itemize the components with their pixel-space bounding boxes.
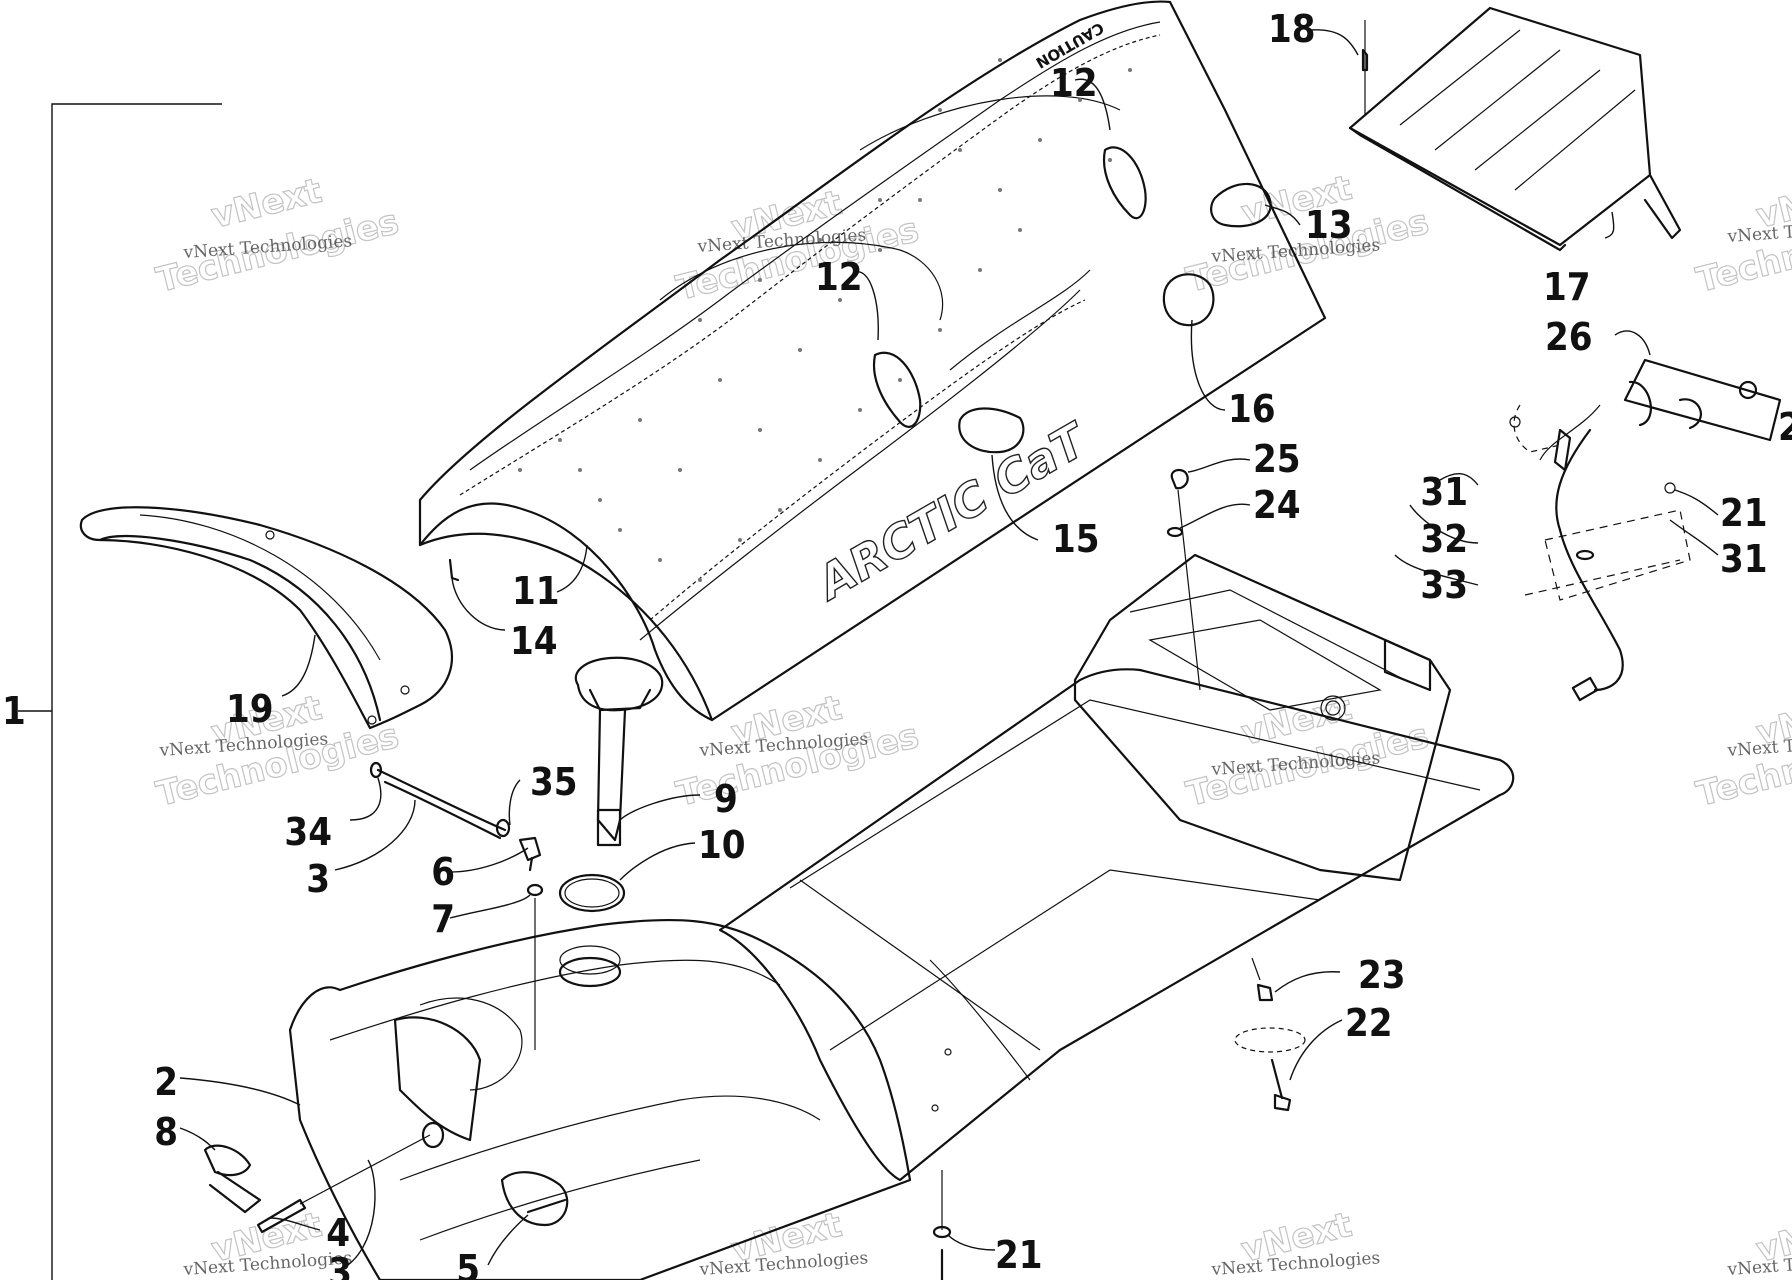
callout-3a: 3 — [306, 857, 330, 901]
callout-19: 19 — [226, 687, 274, 731]
fuel-neck — [558, 956, 622, 988]
plug-13 — [1210, 182, 1272, 228]
callout-4: 4 — [326, 1211, 350, 1255]
callout-labels: 1 2 3 3 4 5 6 7 8 9 10 11 12 12 13 14 15… — [2, 7, 1792, 1280]
callout-15: 15 — [1052, 517, 1100, 561]
watermark-6: vNext Technologies vNext Technologies — [672, 687, 923, 815]
plug-16 — [1162, 273, 1215, 327]
grommet — [1575, 549, 1595, 561]
callout-18: 18 — [1268, 7, 1316, 51]
callout-9: 9 — [714, 777, 738, 821]
callout-32: 32 — [1420, 517, 1468, 561]
callout-22: 22 — [1345, 1001, 1393, 1045]
callout-24: 24 — [1253, 483, 1301, 527]
callout-1: 1 — [2, 689, 26, 733]
watermark-4: vNext Technologies vNext Technologies — [1692, 170, 1792, 301]
watermark-10: vNext vNext Technologies — [698, 1204, 869, 1280]
fasteners — [203, 20, 1369, 1280]
connector — [1571, 676, 1599, 702]
callout-23: 23 — [1358, 953, 1406, 997]
callout-16: 16 — [1228, 387, 1276, 431]
callout-26: 26 — [1545, 315, 1593, 359]
watermark-2: vNext Technologies vNext Technologies — [672, 182, 923, 309]
callout-11: 11 — [512, 569, 560, 613]
fender-part — [79, 506, 453, 730]
callout-10: 10 — [698, 823, 746, 867]
callout-2b: 2 — [1778, 405, 1792, 449]
watermark-12: vNext vNext Technologies — [1726, 1204, 1792, 1280]
callout-17: 17 — [1543, 265, 1591, 309]
sender-float — [596, 808, 622, 847]
callout-14: 14 — [510, 619, 558, 663]
callout-2: 2 — [154, 1060, 178, 1104]
callout-3b: 3 — [328, 1250, 352, 1280]
callout-21b: 21 — [995, 1233, 1043, 1277]
callout-7: 7 — [431, 897, 455, 941]
watermark-7: vNext Technologies vNext Technologies — [1182, 687, 1433, 815]
fuel-tank-part — [288, 918, 912, 1280]
watermark-8: vNext Technologies vNext Technologies — [1692, 687, 1792, 815]
callout-12a: 12 — [1050, 61, 1098, 105]
brand-logo: ARCTIC CaT — [806, 411, 1098, 611]
vent-hose-part — [369, 761, 544, 1050]
storage-console-part — [1073, 553, 1452, 882]
plug-15 — [958, 407, 1025, 454]
assembly-bracket — [18, 103, 222, 1280]
callout-31b: 31 — [1720, 537, 1768, 581]
base-pan-part — [718, 668, 1515, 1182]
callout-35: 35 — [530, 760, 578, 804]
leader-lines — [179, 29, 1719, 1271]
watermark-1: vNext Technologies vNext Technologies — [152, 170, 403, 301]
callout-33: 33 — [1420, 563, 1468, 607]
grab-strap-rear — [872, 351, 922, 428]
seat-texture — [518, 48, 1132, 582]
callout-34: 34 — [284, 810, 332, 854]
grab-strap-front — [1102, 146, 1147, 220]
callout-31a: 31 — [1420, 470, 1468, 514]
callout-5: 5 — [456, 1247, 480, 1280]
snow-flap-part — [1348, 6, 1682, 252]
clip-part — [448, 558, 460, 582]
callout-6: 6 — [431, 850, 455, 894]
callout-13: 13 — [1305, 203, 1353, 247]
callout-12b: 12 — [815, 255, 863, 299]
watermark-5: vNext Technologies vNext Technologies — [152, 687, 403, 815]
callout-25: 25 — [1253, 437, 1301, 481]
heat-shield — [393, 1016, 482, 1142]
callout-8: 8 — [154, 1110, 178, 1154]
o-ring-part — [558, 873, 626, 913]
fuel-cap-part — [574, 656, 664, 847]
taillight-part — [1509, 358, 1782, 702]
callout-21a: 21 — [1720, 491, 1768, 535]
watermark-11: vNext vNext Technologies — [1210, 1204, 1381, 1280]
bulb-icon — [1738, 380, 1758, 400]
